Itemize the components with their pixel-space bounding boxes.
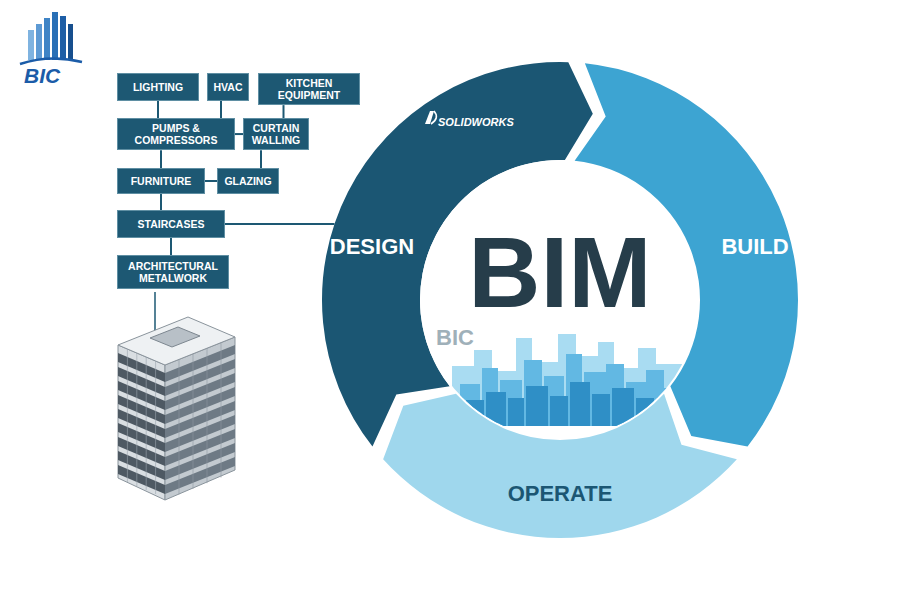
cycle-segment: BUILD [320, 60, 800, 540]
box-label: CURTAIN WALLING [248, 122, 304, 146]
mullion [127, 349, 128, 482]
window-band [165, 457, 235, 494]
window-band [118, 465, 165, 494]
connector-line [235, 133, 243, 135]
box-label: PUMPS & COMPRESSORS [122, 122, 230, 146]
connector-line [160, 194, 162, 210]
skyline-building [636, 398, 654, 426]
building-right-face [165, 337, 235, 500]
building-penthouse [150, 327, 200, 347]
mullion [146, 357, 147, 490]
phase-label: DESIGN [330, 236, 414, 258]
skyline-building [526, 386, 548, 426]
logo-stripe [28, 30, 34, 60]
watermark: BIC [436, 326, 474, 350]
component-box: CURTAIN WALLING [243, 118, 309, 150]
mullion [221, 343, 222, 478]
mullion [207, 348, 208, 483]
mullion [136, 353, 137, 486]
box-label: STAIRCASES [138, 218, 205, 230]
building-left-face [118, 345, 165, 500]
logo-stripe [60, 16, 66, 60]
skyline-building [550, 396, 568, 426]
box-label: KITCHEN EQUIPMENT [263, 77, 355, 101]
component-box: KITCHEN EQUIPMENT [258, 73, 360, 105]
segment-arrow [575, 63, 798, 446]
segment-arrow [383, 394, 737, 538]
component-box: FURNITURE [117, 168, 205, 194]
component-box: ARCHITECTURAL METALWORK [117, 255, 229, 289]
solidworks-mark [425, 111, 436, 124]
logo-stripe [52, 12, 58, 60]
segment-shape [320, 60, 800, 540]
disc [420, 160, 700, 440]
building-illustration [118, 317, 235, 500]
phase-label: OPERATE [508, 483, 613, 505]
connector-line [205, 180, 217, 182]
center-title: BIM [468, 222, 651, 322]
logo-stripe [68, 24, 73, 60]
logo-icon [20, 12, 82, 64]
skyline-building [508, 398, 524, 426]
phase-label: BUILD [721, 236, 788, 258]
cycle-segment: OPERATE [320, 60, 800, 540]
label-holder: SOLIDWORKS [438, 112, 514, 130]
component-box: HVAC [207, 73, 249, 101]
connector-line [170, 238, 172, 255]
mullion [155, 361, 156, 494]
component-box: STAIRCASES [117, 210, 225, 238]
skyline-building [612, 388, 634, 426]
ds-mark [431, 111, 436, 124]
skyline-building [664, 388, 684, 426]
box-label: LIGHTING [133, 81, 183, 93]
mullion [193, 354, 194, 489]
cycle-segment: DESIGN [320, 60, 800, 540]
segment-arrow [322, 62, 593, 447]
label-holder: BIC [24, 64, 60, 87]
mullion [179, 359, 180, 494]
skyline-building [654, 402, 674, 426]
skyline-building [570, 382, 590, 426]
connector-line [260, 150, 262, 168]
connector-line [157, 101, 159, 118]
connector-line [225, 223, 334, 225]
connector-line [160, 150, 162, 168]
component-box: GLAZING [217, 168, 279, 194]
connector-line [283, 105, 285, 118]
logo-swoosh [20, 58, 82, 64]
logo-stripe [36, 24, 42, 60]
logo-stripe [44, 18, 50, 60]
skyline-building [466, 400, 484, 426]
connector-line [220, 101, 222, 118]
logo-text: BIC [24, 64, 60, 87]
segment-shape [320, 60, 800, 540]
box-label: HVAC [214, 81, 243, 93]
component-box: LIGHTING [117, 73, 199, 101]
brand-logo-text: SOLIDWORKS [438, 116, 514, 128]
box-label: FURNITURE [131, 175, 192, 187]
box-label: ARCHITECTURAL METALWORK [122, 260, 224, 284]
box-label: GLAZING [224, 175, 271, 187]
skyline-building [592, 394, 610, 426]
skyline-building [486, 392, 506, 426]
leader-line [154, 292, 156, 332]
label-holder: BIC [436, 326, 474, 350]
component-box: PUMPS & COMPRESSORS [117, 118, 235, 150]
segment-shape [320, 60, 800, 540]
city-skyline [452, 334, 684, 426]
